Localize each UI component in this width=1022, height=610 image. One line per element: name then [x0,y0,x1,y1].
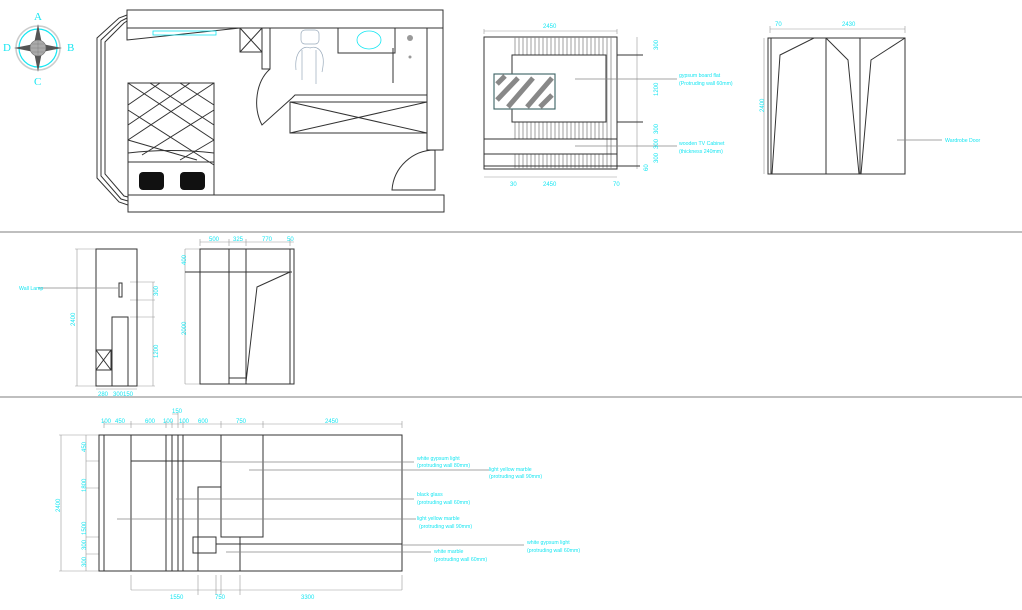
main-dim-top: 750 [236,419,247,425]
lamp-dim-right: 300 [154,285,160,296]
tv-dim-right: 1200 [654,82,660,96]
tv-label: gypsum board flat [679,73,721,79]
tv-dim-right: 300 [654,138,660,149]
tv-dim-bottom: 30 [510,182,517,188]
main-dim-left: 1500 [82,521,88,535]
tv-dim-right: 300 [654,152,660,163]
tv-dim-right: 60 [644,164,650,171]
sink-icon [356,30,382,50]
main-dim-left: 1800 [82,478,88,492]
compass-west-label: D [3,42,11,54]
material-label: (protruding wall 90mm) [489,474,542,480]
lamp-dim-height: 2400 [71,312,77,326]
wall-lamp-label: Wall Lamp [19,286,43,292]
floor-plan [96,9,445,213]
wardrobe-dim-left: 2400 [760,98,766,112]
material-label: light yellow marble [489,467,532,473]
compass-icon [14,24,62,72]
main-dim-bottom: 1550 [170,595,184,601]
material-label: white marble [434,549,464,555]
main-dim-bottom: 750 [215,595,226,601]
toilet-icon [295,29,324,84]
material-label: (protruding wall 80mm) [417,463,470,469]
side-dim-top: 325 [233,237,244,243]
main-dim-left: 450 [82,441,88,452]
compass-east-label: B [67,42,74,54]
main-dim-left: 300 [82,539,88,550]
material-label: (protruding wall 60mm) [417,500,470,506]
material-label: (protruding wall 60mm) [434,557,487,563]
main-dim-top: 100 [101,419,112,425]
side-dim-top: 500 [209,237,220,243]
main-dim-top: 450 [115,419,126,425]
tv-label: (Protruding wall 60mm) [679,81,733,87]
side-dim-top: 50 [287,237,294,243]
material-label: black glass [417,492,443,498]
main-dim-top: 100 [179,419,190,425]
main-dim-left: 300 [82,556,88,567]
main-dim-top: 100 [163,419,174,425]
material-label: white gypsum light [417,456,460,462]
material-label: white gypsum light [527,540,570,546]
tv-dim-bottom: 2450 [543,182,557,188]
tv-label: (thickness 240mm) [679,149,723,155]
compass-north-label: A [34,11,42,23]
tv-label: wooden TV Cabinet [679,141,725,147]
tv-dim-right: 300 [654,39,660,50]
main-dim-top: 2450 [325,419,339,425]
lamp-dim-right: 1200 [154,344,160,358]
material-label: light yellow marble [417,516,460,522]
material-label: (protruding wall 90mm) [419,524,472,530]
tv-dim-top: 2450 [543,24,557,30]
material-label: (protruding wall 60mm) [527,548,580,554]
wardrobe-dim-top: 70 [775,22,782,28]
main-dim-top: 600 [145,419,156,425]
main-dim-top: 600 [198,419,209,425]
side-dim-left: 400 [182,254,188,265]
lamp-wall-elevation [38,248,155,390]
tv-screen-icon [493,73,556,110]
side-dim-left: 2000 [182,321,188,335]
nightstand-right [180,172,205,190]
side-dim-top: 770 [262,237,273,243]
tv-dim-bottom: 70 [613,182,620,188]
window-icon [152,30,217,36]
compass-south-label: C [34,76,41,88]
main-dim-bottom: 3300 [301,595,315,601]
slats [514,37,612,169]
lamp-dim-bottom: 300150 [113,392,134,398]
tv-wall-elevation [483,29,677,178]
lamp-dim-bottom: 280 [98,392,109,398]
main-wall-elevation [59,412,524,595]
wardrobe-dim-top: 2430 [842,22,856,28]
wardrobe-elevation [763,26,942,175]
bed-pattern [127,82,215,166]
tv-dim-right: 300 [654,123,660,134]
wardrobe-label: Wardrobe Door [945,138,981,144]
main-dim-height: 2400 [56,498,62,512]
main-dim-top: 150 [172,409,183,415]
nightstand-left [139,172,164,190]
side-wall-elevation [184,239,295,385]
